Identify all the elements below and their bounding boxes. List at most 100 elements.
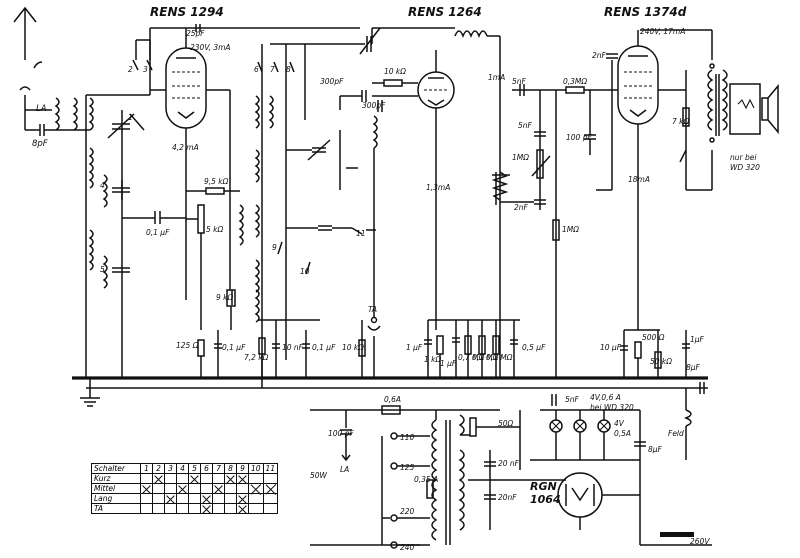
label-1uf-b: 1 µF xyxy=(440,359,457,368)
switch-row-kurz: Kurz xyxy=(91,473,279,484)
antenna-symbol xyxy=(13,6,90,136)
label-switch-6: 6 xyxy=(254,65,259,74)
variable-capacitor-1 xyxy=(107,113,135,139)
label-switch-8: 8 xyxy=(286,65,291,74)
label-7k: 7 kΩ xyxy=(672,117,689,126)
capacitor-5nf-2 xyxy=(534,131,546,137)
switch-col-11: 11 xyxy=(262,463,279,474)
label-0-5a: 0,5A xyxy=(614,429,631,438)
switch-cell-open xyxy=(152,503,165,514)
label-20nf-a: 20 nF xyxy=(498,459,520,468)
label-0-3m: 0,3MΩ xyxy=(563,77,587,86)
rectifier-label: RGN xyxy=(530,480,557,493)
label-18ma: 18mA xyxy=(628,175,650,184)
label-5nf-a: 5nF xyxy=(512,77,527,86)
field-coil xyxy=(683,388,692,460)
label-10uf: 10 µF xyxy=(600,343,622,352)
switch-cell-open xyxy=(188,493,201,504)
switch-cell-closed xyxy=(140,483,153,494)
switch-cell-open xyxy=(188,503,201,514)
hv-output-resistor xyxy=(660,532,694,537)
voltage-selector-taps xyxy=(382,432,430,549)
switch-cell-open xyxy=(164,483,177,494)
switch-cell-closed xyxy=(176,483,189,494)
switch-col-1: 1 xyxy=(140,463,153,474)
label-20nf-b: 20nF xyxy=(498,493,517,502)
resistor-10k-grid xyxy=(372,79,418,87)
capacitor-2nf xyxy=(500,199,546,205)
label-9-5k: 9,5 kΩ xyxy=(204,177,229,186)
trimmer-3 xyxy=(286,139,331,161)
switch-cell-open xyxy=(262,473,279,484)
label-4v-0-6a: 4V,0,6 A xyxy=(590,393,621,402)
capacitor-300pf-b xyxy=(377,100,383,112)
tube-2-label: RENS 1264 xyxy=(408,5,482,19)
label-300pf-a: 300pF xyxy=(320,77,344,86)
label-0-1uf: 0,1 µF xyxy=(146,228,170,237)
switch-table-title: Schalter xyxy=(91,463,141,474)
switch-cell-open xyxy=(164,473,177,484)
switch-cell-open xyxy=(262,493,279,504)
switch-cell-open xyxy=(212,493,225,504)
label-switch-7: 7 xyxy=(270,65,275,74)
tone-pot-1m xyxy=(531,149,551,179)
label-240: 240 xyxy=(400,543,415,552)
label-0-1uf-a: 0,1 µF xyxy=(222,343,246,352)
label-100pf: 100 pF xyxy=(566,133,592,142)
switch-cell-open xyxy=(176,493,189,504)
switch-cell-closed xyxy=(188,473,201,484)
switch-row-lang: Lang xyxy=(91,493,279,504)
switch-row-mittel: Mittel xyxy=(91,483,279,494)
capacitor-25pf xyxy=(195,24,201,32)
label-10nf: 10 nF xyxy=(282,343,304,352)
label-220: 220 xyxy=(400,507,415,516)
label-125: 125 Ω xyxy=(176,341,199,350)
resistor-9-5k xyxy=(186,187,240,195)
rectifier-number: 1064 xyxy=(530,493,561,506)
reaction-coil xyxy=(372,115,378,149)
capacitor-0-1uf xyxy=(122,211,186,224)
coupling-capacitor-5nf xyxy=(512,84,540,96)
label-nur-bei: nur bei xyxy=(730,153,757,162)
plate-resistor-tube2 xyxy=(491,171,510,205)
label-7-2k: 7,2 kΩ xyxy=(244,353,269,362)
pickup-input xyxy=(367,316,381,378)
label-0-6a: 0,6A xyxy=(384,395,401,404)
label-switch-11: 11 xyxy=(356,229,366,238)
label-50-ohm: 50Ω xyxy=(498,419,514,428)
trimmer-1 xyxy=(112,187,130,193)
switch-col-6: 6 xyxy=(200,463,213,474)
label-1k: 1 kΩ xyxy=(424,355,441,364)
switch-row-label: Kurz xyxy=(91,473,141,484)
switch-cell-closed xyxy=(262,483,279,494)
label-switch-1: 1 xyxy=(128,113,133,122)
label-240v: 240V, 17mA xyxy=(640,27,685,36)
label-5k: 5 kΩ xyxy=(206,225,223,234)
label-switch-10: 10 xyxy=(300,267,310,276)
switch-row-label: Mittel xyxy=(91,483,141,494)
label-300pf-b: 300pF xyxy=(362,101,386,110)
label-switch-5: 5 xyxy=(100,265,105,274)
tube-3-label: RENS 1374d xyxy=(604,5,687,19)
label-0-35a: 0,35 A xyxy=(414,475,438,484)
capacitor-2nf-b xyxy=(606,53,618,59)
switch-cell-open xyxy=(152,493,165,504)
switch-2-3 xyxy=(132,39,153,71)
switch-cell-open xyxy=(188,483,201,494)
tube-3-symbol xyxy=(617,45,659,125)
switch-cell-open xyxy=(152,483,165,494)
switch-cell-open xyxy=(224,503,237,514)
output-transformer xyxy=(707,63,728,143)
label-0-1uf-b: 0,1 µF xyxy=(312,343,336,352)
label-260v: 260V xyxy=(690,537,710,546)
capacitor-5nf-ps xyxy=(551,394,557,406)
tube-1-label: RENS 1294 xyxy=(150,5,224,19)
switch-col-2: 2 xyxy=(152,463,165,474)
speaker-symbol xyxy=(729,83,779,135)
switch-cell-open xyxy=(140,503,153,514)
switch-cell-open xyxy=(164,503,177,514)
label-bei-wd320: bei WD 320 xyxy=(590,403,634,412)
trimmer-2 xyxy=(112,267,130,273)
label-1-3ma: 1,3mA xyxy=(426,183,450,192)
